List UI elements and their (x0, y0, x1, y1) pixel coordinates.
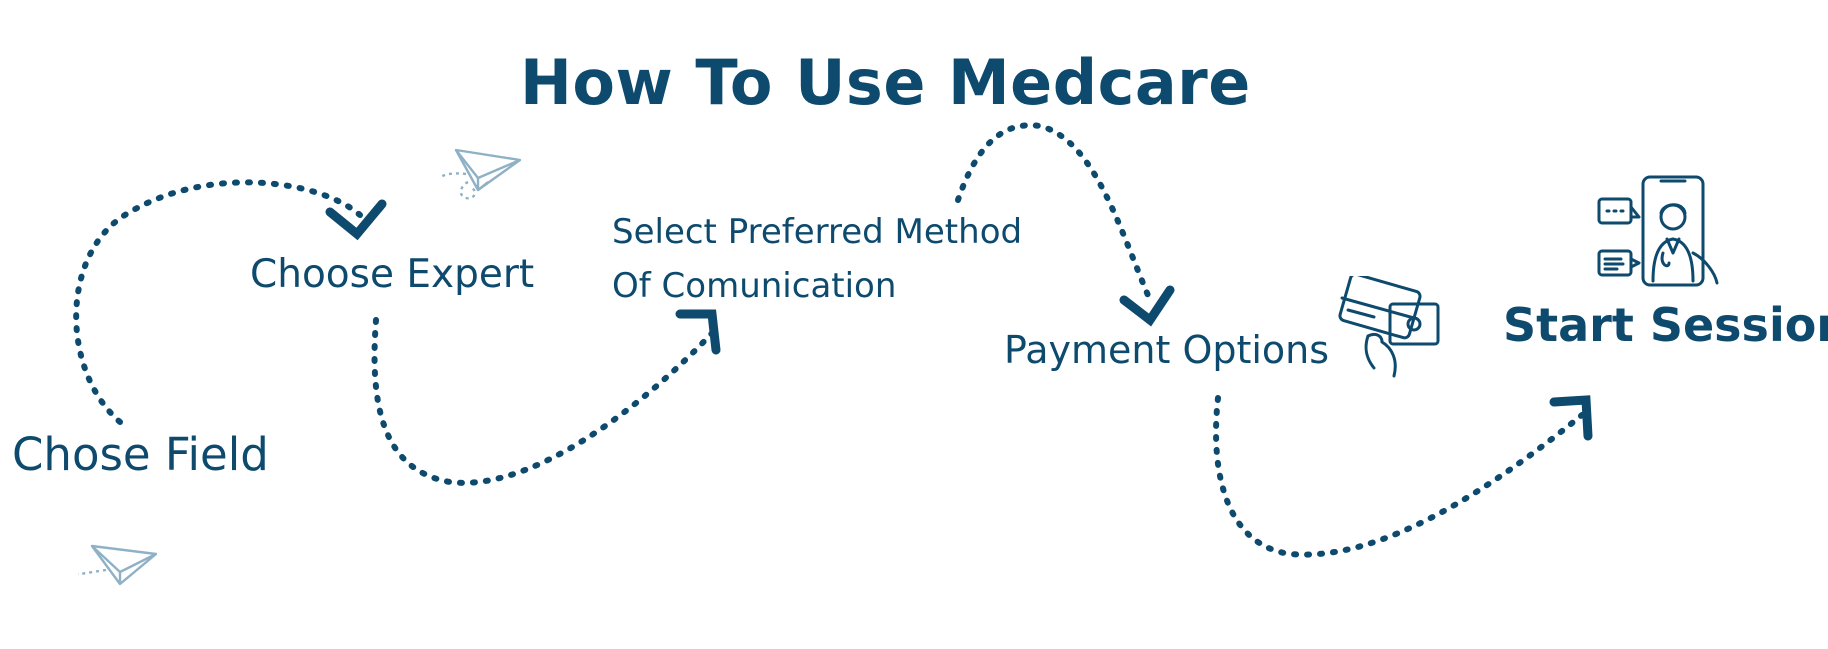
arrowhead-2 (675, 309, 721, 355)
arrowhead-1 (325, 199, 387, 241)
paper-plane-icon (438, 148, 522, 200)
doctor-video-call-icon (1597, 175, 1719, 287)
paper-plane-icon (77, 544, 158, 586)
step-payment-options: Payment Options (1004, 328, 1330, 372)
page-title: How To Use Medcare (520, 46, 1251, 119)
step-select-method-line-1: Select Preferred Method (612, 212, 1023, 252)
step-chose-field: Chose Field (12, 428, 269, 481)
dotted-arrow-1 (73, 179, 363, 425)
step-select-method: Select Preferred Method Of Comunication (612, 205, 1022, 313)
credit-card-payment-icon (1338, 276, 1440, 378)
dotted-arrow-4 (1213, 395, 1585, 558)
dotted-arrow-3 (955, 122, 1153, 303)
step-start-session: Start Session (1503, 298, 1828, 352)
step-choose-expert: Choose Expert (250, 252, 535, 297)
dotted-arrow-2 (371, 317, 718, 486)
step-select-method-line-2: Of Comunication (612, 266, 897, 306)
arrowhead-3 (1119, 285, 1175, 327)
arrowhead-4 (1549, 395, 1593, 441)
